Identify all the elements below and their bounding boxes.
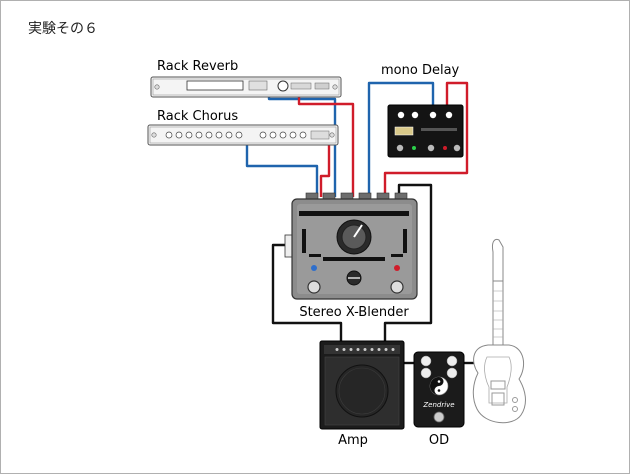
od-label: OD — [429, 433, 449, 448]
od-pedal: Zendrive — [413, 351, 465, 428]
cable-chorus-red — [319, 144, 331, 197]
mono-delay-pedal — [387, 104, 464, 158]
rack-chorus-label: Rack Chorus — [157, 109, 238, 124]
diagram-title: 実験その６ — [28, 21, 98, 37]
chorus-knobs — [165, 131, 307, 139]
rack-chorus — [147, 124, 339, 146]
cable-blender-in-black — [383, 183, 433, 346]
cable-blender-out-black — [271, 243, 343, 346]
amp — [319, 340, 405, 430]
rack-reverb-label: Rack Reverb — [157, 59, 238, 74]
od-brand: Zendrive — [422, 401, 454, 409]
blender-label: Stereo X-Blender — [299, 305, 409, 320]
mono-delay-label: mono Delay — [381, 63, 460, 78]
cable-delay-blue — [367, 81, 435, 197]
guitar — [472, 238, 526, 424]
cable-delay-red — [383, 81, 469, 197]
amp-label: Amp — [338, 433, 368, 448]
stereo-x-blender — [284, 192, 418, 300]
cable-chorus-blue — [245, 144, 319, 197]
rack-reverb — [150, 76, 342, 98]
